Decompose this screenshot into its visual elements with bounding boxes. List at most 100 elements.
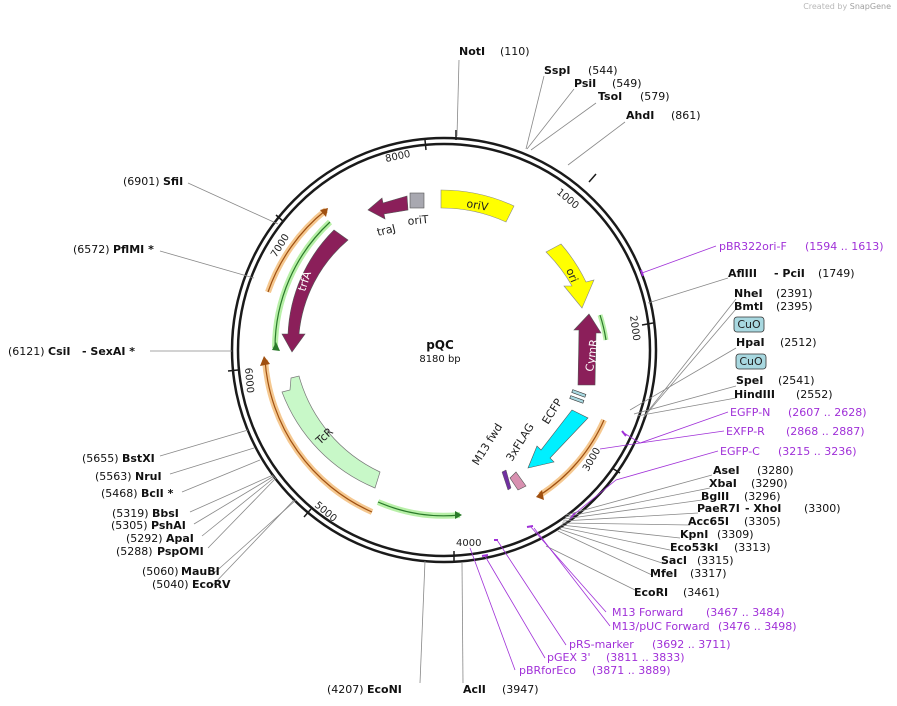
- TcR-feature: [281, 375, 381, 489]
- ori-label: ori: [563, 266, 580, 284]
- promoter-5000-line: [264, 359, 373, 513]
- site-CsiI-pos: (6121): [8, 345, 45, 358]
- primer-leaders: [469, 245, 729, 671]
- primer-M13-Forward-range: (3467 .. 3484): [706, 606, 785, 619]
- oriV-feature: [440, 189, 515, 223]
- tick-7000: [275, 214, 285, 223]
- site-ApaI: (5292)ApaI: [126, 532, 194, 545]
- primer-pBRforEco-range: (3871 .. 3889): [592, 664, 671, 677]
- site-AflIII-name: AflIII: [728, 267, 757, 280]
- promoter-2000-line: [599, 314, 607, 341]
- site-ApaI-name: ApaI: [166, 532, 194, 545]
- site-AflIII-pos: (1749): [818, 267, 855, 280]
- site-Eco53kI: Eco53kI(3313): [670, 541, 771, 554]
- CuO-box-2-bg: [735, 353, 767, 370]
- site-AseI-name: AseI: [713, 464, 740, 477]
- site-MauBI: (5060)MauBI: [142, 565, 220, 578]
- site-SpeI-name: SpeI: [736, 374, 763, 387]
- site-EcoNI: (4207)EcoNI: [327, 683, 402, 696]
- site-SspI-name: SspI: [544, 64, 570, 77]
- tick-5000: [303, 508, 312, 518]
- site-ApaI-pos: (5292): [126, 532, 163, 545]
- site-PaeR7I-pos: (3300): [804, 502, 841, 515]
- site-labels: NotI(110) SspI(544) PsiI(549) TsoI(579) …: [8, 45, 855, 696]
- site-BglII-name: BglII: [701, 490, 729, 503]
- site-XhoI-name: - XhoI: [745, 502, 781, 515]
- ECFP-label: ECFP: [540, 396, 566, 427]
- site-PsiI-pos: (549): [612, 77, 642, 90]
- site-PshAI-name: PshAI: [151, 519, 186, 532]
- site-MfeI: MfeI(3317): [650, 567, 727, 580]
- traJ-feature: [367, 195, 409, 220]
- site-CsiI-name: CsiI: [48, 345, 70, 358]
- site-MfeI-pos: (3317): [690, 567, 727, 580]
- site-PaeR7I: PaeR7I- XhoI(3300): [697, 502, 841, 515]
- primer-pBR322ori-F-range: (1594 .. 1613): [805, 240, 884, 253]
- primer-pRS-marker-name: pRS-marker: [569, 638, 634, 651]
- promoter-5000-head: [260, 356, 270, 366]
- site-SacI-name: SacI: [661, 554, 687, 567]
- primer-EXFP-R: EXFP-R(2868 .. 2887): [726, 425, 865, 438]
- ori-feature: [545, 243, 595, 309]
- site-BstXI-name: BstXI: [122, 452, 155, 465]
- site-AhdI: AhdI(861): [626, 109, 701, 122]
- tick-label-1000: 1000: [554, 187, 581, 212]
- primer-labels: pBR322ori-F (1594 .. 1613) EGFP-N(2607 ..…: [519, 240, 884, 677]
- site-Eco53kI-name: Eco53kI: [670, 541, 718, 554]
- tick-2000: [641, 322, 654, 326]
- primer-pBRforEco-name: pBRforEco: [519, 664, 576, 677]
- primer-EGFP-N: EGFP-N(2607 .. 2628): [730, 406, 867, 419]
- backbone-outer: [230, 136, 658, 564]
- plasmid-length: 8180 bp: [419, 354, 460, 365]
- site-KpnI: KpnI(3309): [680, 528, 754, 541]
- site-XbaI-name: XbaI: [709, 477, 737, 490]
- site-AclI-name: AclI: [463, 683, 486, 696]
- CuO-box-2-label: CuO: [739, 355, 763, 368]
- site-NotI: NotI(110): [459, 45, 530, 58]
- site-NheI: NheI(2391): [734, 287, 813, 300]
- primer-pRS-marker: pRS-marker(3692 .. 3711): [569, 638, 731, 651]
- site-KpnI-name: KpnI: [680, 528, 708, 541]
- site-SpeI-pos: (2541): [778, 374, 815, 387]
- site-AseI-pos: (3280): [757, 464, 794, 477]
- primer-EGFP-N-name: EGFP-N: [730, 406, 770, 419]
- site-AseI: AseI (3280): [713, 464, 794, 477]
- M13fwd-feature: [501, 469, 512, 491]
- site-EcoNI-name: EcoNI: [367, 683, 402, 696]
- promoter-7000-orange-line: [267, 209, 327, 293]
- primer-mark-pGEX: [481, 554, 489, 557]
- site-NruI-name: NruI: [135, 470, 162, 483]
- site-BmtI-pos: (2395): [776, 300, 813, 313]
- site-SfiI-name: SfiI: [163, 175, 183, 188]
- site-HindIII: HindIII(2552): [734, 388, 833, 401]
- primer-pBR322ori-F-name: pBR322ori-F: [719, 240, 787, 253]
- promoter-7000-green-line: [274, 221, 331, 349]
- primer-EGFP-C-name: EGFP-C: [720, 445, 760, 458]
- tick-marks: [227, 130, 654, 561]
- tick-label-2000: 2000: [627, 315, 641, 342]
- primer-EGFP-C: EGFP-C(3215 .. 3236): [720, 445, 857, 458]
- site-BbsI-name: BbsI: [152, 507, 179, 520]
- site-EcoRI-pos: (3461): [683, 586, 720, 599]
- site-Acc65I-pos: (3305): [744, 515, 781, 528]
- promoter-4000-head: [455, 511, 462, 519]
- site-PflMI-name: PflMI *: [113, 243, 154, 256]
- site-PsiI: PsiI(549): [574, 77, 642, 90]
- CuO-box-2: CuO: [735, 353, 767, 370]
- site-SspI-pos: (544): [588, 64, 618, 77]
- site-Acc65I: Acc65I(3305): [688, 515, 781, 528]
- primer-M13-pUC-Forward: M13/pUC Forward(3476 .. 3498): [612, 620, 797, 633]
- site-SexAI-name: - SexAI *: [82, 345, 135, 358]
- site-XbaI-pos: (3290): [751, 477, 788, 490]
- trfA-feature: [281, 229, 349, 353]
- site-SacI-pos: (3315): [697, 554, 734, 567]
- site-PspOMI-name: PspOMI: [157, 545, 204, 558]
- site-AhdI-pos: (861): [671, 109, 701, 122]
- site-CsiI: (6121)CsiI - SexAI *: [8, 345, 135, 358]
- site-SpeI: SpeI (2541): [736, 374, 815, 387]
- CymR-label: CymR: [583, 338, 600, 372]
- site-PspOMI: (5288)PspOMI: [116, 545, 204, 558]
- tick-label-4000: 4000: [456, 538, 481, 549]
- primer-pGEX-3: pGEX 3'(3811 .. 3833): [547, 651, 685, 664]
- primer-EXFP-R-name: EXFP-R: [726, 425, 765, 438]
